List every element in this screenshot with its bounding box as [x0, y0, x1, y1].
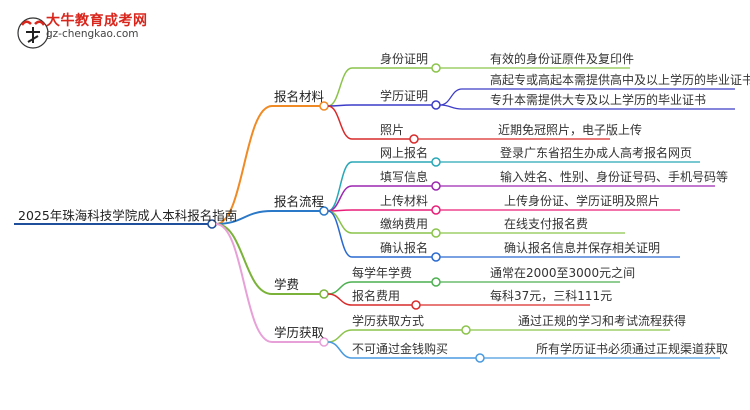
item-connector — [327, 210, 353, 234]
item-connector — [327, 341, 353, 359]
detail-label: 有效的身份证原件及复印件 — [490, 52, 635, 66]
item-connector — [327, 293, 353, 306]
item-label: 学历获取方式 — [352, 314, 425, 328]
item-connector — [327, 329, 353, 343]
item-label: 报名费用 — [352, 289, 401, 303]
item-connector — [327, 67, 353, 107]
category-node-dot — [319, 289, 329, 299]
item-node-dot — [475, 353, 485, 363]
item-label: 缴纳费用 — [380, 217, 429, 231]
item-node-dot — [431, 181, 441, 191]
item-node-dot — [431, 157, 441, 167]
item-label: 上传材料 — [380, 194, 429, 208]
item-node-dot — [411, 300, 421, 310]
detail-label: 近期免冠照片，电子版上传 — [498, 123, 643, 137]
brand-url: gz-chengkao.com — [46, 28, 139, 40]
item-label: 照片 — [380, 123, 405, 137]
detail-label: 高起专或高起本需提供高中及以上学历的毕业证书 — [490, 73, 750, 87]
item-connector — [327, 281, 353, 295]
detail-label: 输入姓名、性别、身份证号码、手机号码等 — [500, 170, 729, 184]
category-label: 报名流程 — [274, 194, 325, 209]
item-label: 确认报名 — [380, 241, 429, 255]
item-connector — [327, 210, 353, 258]
detail-label: 专升本需提供大专及以上学历的毕业证书 — [490, 93, 707, 107]
bull-logo-icon — [17, 17, 49, 49]
item-node-dot — [431, 100, 441, 110]
detail-label: 登录广东省招生办成人高考报名网页 — [500, 146, 693, 160]
item-label: 网上报名 — [380, 146, 429, 160]
category-label: 报名材料 — [274, 89, 325, 104]
brand-logo: 大牛教育成考网 gz-chengkao.com — [6, 4, 196, 50]
item-label: 学历证明 — [380, 89, 429, 103]
detail-label: 所有学历证书必须通过正规渠道获取 — [536, 342, 729, 356]
item-node-dot — [431, 205, 441, 215]
item-node-dot — [461, 325, 471, 335]
category-label: 学费 — [274, 277, 300, 292]
detail-label: 通过正规的学习和考试流程获得 — [518, 314, 687, 328]
item-label: 身份证明 — [380, 52, 429, 66]
item-connector — [327, 185, 353, 212]
detail-label: 上传身份证、学历证明及照片 — [504, 194, 661, 208]
detail-label: 在线支付报名费 — [504, 217, 589, 231]
category-connector — [215, 210, 273, 225]
root-topic: 2025年珠海科技学院成人本科报名指南 — [18, 208, 238, 223]
detail-connector — [439, 88, 463, 106]
category-connector — [215, 105, 273, 225]
item-label: 不可通过金钱购买 — [352, 342, 449, 356]
detail-connector — [439, 104, 463, 110]
category-label: 学历获取 — [274, 325, 325, 340]
detail-label: 每科37元，三科111元 — [490, 289, 613, 303]
item-label: 每学年学费 — [352, 266, 413, 280]
item-node-dot — [431, 252, 441, 262]
detail-label: 通常在2000至3000元之间 — [490, 266, 636, 280]
item-node-dot — [409, 134, 419, 144]
item-node-dot — [431, 277, 441, 287]
item-connector — [327, 105, 353, 140]
category-connector — [215, 223, 273, 343]
item-label: 填写信息 — [380, 170, 429, 184]
item-node-dot — [431, 228, 441, 238]
item-node-dot — [431, 63, 441, 73]
detail-label: 确认报名信息并保存相关证明 — [504, 241, 661, 255]
brand-name: 大牛教育成考网 — [46, 13, 148, 29]
